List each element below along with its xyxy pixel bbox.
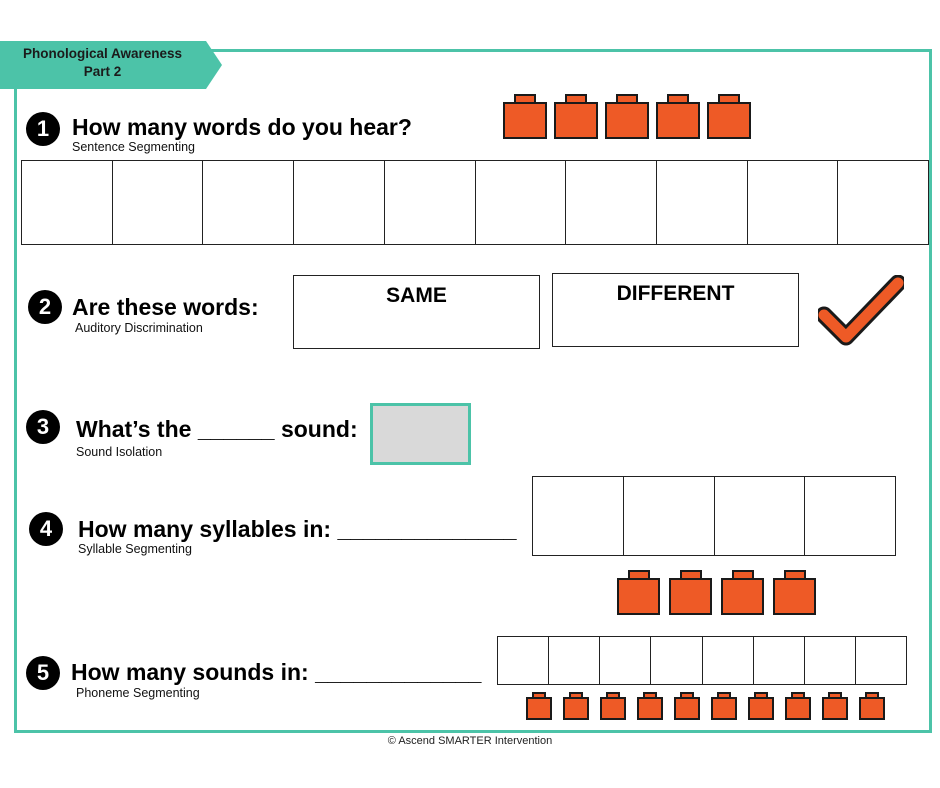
banner-title-line2: Part 2 (83, 64, 122, 79)
lego-brick-icon (859, 692, 885, 720)
word-box[interactable] (294, 161, 385, 244)
question-3-subtitle: Sound Isolation (76, 445, 163, 459)
word-box[interactable] (838, 161, 928, 244)
lego-brick-icon (822, 692, 848, 720)
lego-brick-icon (711, 692, 737, 720)
different-label: DIFFERENT (616, 282, 735, 305)
lego-brick-icon (669, 570, 712, 615)
word-box[interactable] (476, 161, 567, 244)
word-box[interactable] (385, 161, 476, 244)
title-banner: Phonological Awareness Part 2 (0, 41, 222, 89)
same-box[interactable]: SAME (293, 275, 540, 349)
step-number-1: 1 (26, 112, 60, 146)
question-5-title: How many sounds in: _____________ (71, 659, 482, 685)
step-number-2: 2 (28, 290, 62, 324)
lego-brick-icon (617, 570, 660, 615)
worksheet-frame (14, 49, 932, 733)
different-box[interactable]: DIFFERENT (552, 273, 799, 347)
sound-box[interactable] (754, 637, 805, 684)
sound-box[interactable] (703, 637, 754, 684)
sound-answer-box[interactable] (370, 403, 471, 465)
lego-brick-icon (563, 692, 589, 720)
lego-brick-icon (748, 692, 774, 720)
banner-title-line1: Phonological Awareness (22, 46, 183, 61)
syllable-box[interactable] (624, 477, 715, 555)
step-number-3: 3 (26, 410, 60, 444)
sound-box[interactable] (600, 637, 652, 684)
word-box[interactable] (203, 161, 295, 244)
syllable-box[interactable] (533, 477, 624, 555)
sound-box[interactable] (856, 637, 906, 684)
lego-brick-icon (721, 570, 764, 615)
question-1-title: How many words do you hear? (72, 114, 412, 140)
sound-box-grid (497, 636, 907, 685)
sound-brick-row (526, 692, 885, 720)
lego-brick-icon (554, 94, 598, 139)
question-4-title: How many syllables in: ______________ (78, 516, 517, 542)
sound-box[interactable] (549, 637, 601, 684)
lego-brick-icon (637, 692, 663, 720)
syllable-box[interactable] (805, 477, 895, 555)
lego-brick-icon (605, 94, 649, 139)
question-1-subtitle: Sentence Segmenting (72, 140, 196, 154)
question-2-title: Are these words: (72, 294, 259, 320)
sound-box[interactable] (498, 637, 550, 684)
word-box-grid (21, 160, 929, 245)
word-box[interactable] (113, 161, 204, 244)
lego-brick-icon (503, 94, 547, 139)
word-box[interactable] (566, 161, 657, 244)
sound-box[interactable] (805, 637, 856, 684)
lego-brick-icon (707, 94, 751, 139)
word-box[interactable] (657, 161, 748, 244)
lego-brick-icon (656, 94, 700, 139)
step-number-4: 4 (29, 512, 63, 546)
sound-box[interactable] (651, 637, 703, 684)
syllable-box-grid (532, 476, 896, 556)
check-mark-icon (815, 274, 907, 351)
question-2-subtitle: Auditory Discrimination (75, 321, 203, 335)
lego-brick-icon (526, 692, 552, 720)
copyright-footer: © Ascend SMARTER Intervention (387, 735, 553, 747)
banner-title: Phonological Awareness Part 2 (0, 45, 205, 81)
word-box[interactable] (22, 161, 113, 244)
question-4-subtitle: Syllable Segmenting (78, 542, 192, 556)
lego-brick-icon (674, 692, 700, 720)
word-box[interactable] (748, 161, 839, 244)
question-3-title: What’s the ______ sound: (76, 416, 358, 442)
syllable-box[interactable] (715, 477, 806, 555)
lego-brick-icon (785, 692, 811, 720)
lego-brick-icon (600, 692, 626, 720)
step-number-5: 5 (26, 656, 60, 690)
syllable-brick-row (617, 570, 816, 615)
word-brick-row (503, 94, 751, 139)
lego-brick-icon (773, 570, 816, 615)
same-label: SAME (386, 284, 447, 307)
question-5-subtitle: Phoneme Segmenting (76, 686, 200, 700)
